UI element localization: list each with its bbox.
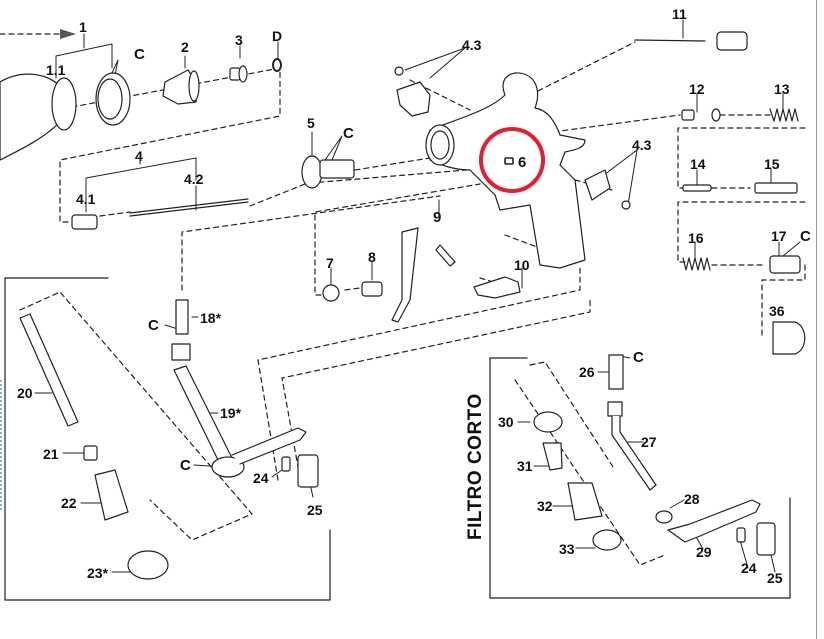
part-29-bracket bbox=[667, 499, 761, 543]
part-24-screw bbox=[281, 456, 291, 472]
callout-36: 36 bbox=[769, 303, 785, 319]
part-4-3-bracket-top bbox=[394, 66, 431, 117]
part-33-nut bbox=[592, 529, 622, 551]
callout-30: 30 bbox=[498, 414, 514, 430]
part-15-sleeve bbox=[754, 182, 798, 194]
callout-4-1: 4.1 bbox=[76, 191, 96, 207]
callout-10: 10 bbox=[514, 257, 530, 273]
part-D-oring bbox=[272, 58, 282, 72]
part-27-tube bbox=[607, 401, 657, 491]
section-frames bbox=[4, 277, 791, 601]
part-4-2-needle bbox=[129, 198, 249, 217]
callout-24a: 24 bbox=[253, 470, 269, 486]
callout-c-top: C bbox=[134, 46, 145, 63]
part-30-fitting bbox=[533, 411, 563, 433]
callout-1: 1 bbox=[79, 19, 87, 35]
callout-4: 4 bbox=[135, 148, 143, 164]
callout-4-3-side: 4.3 bbox=[632, 137, 652, 153]
callout-D: D bbox=[272, 28, 283, 44]
part-24b-screw bbox=[736, 527, 746, 543]
callout-17: 17 bbox=[771, 228, 787, 244]
part-3-seal bbox=[229, 65, 248, 83]
part-2-baffle bbox=[162, 69, 200, 105]
part-36-knob bbox=[772, 321, 806, 355]
callout-4-2: 4.2 bbox=[184, 171, 204, 187]
callout-6: 6 bbox=[518, 154, 527, 171]
callout-c-19: C bbox=[180, 457, 191, 474]
part-20-tube bbox=[19, 313, 79, 427]
part-19-tube bbox=[171, 343, 307, 478]
callout-24b: 24 bbox=[741, 560, 757, 576]
part-air-cap bbox=[0, 73, 77, 161]
callout-5: 5 bbox=[307, 115, 315, 131]
part-28-nut bbox=[655, 510, 673, 524]
callout-23: 23* bbox=[87, 565, 109, 581]
part-8-fitting bbox=[361, 281, 383, 297]
callout-3: 3 bbox=[235, 32, 243, 48]
callout-c-5: C bbox=[343, 125, 354, 142]
callout-33: 33 bbox=[559, 541, 575, 557]
callout-18: 18* bbox=[200, 310, 222, 326]
part-26-fitting bbox=[608, 354, 624, 390]
callout-c-17: C bbox=[800, 228, 811, 245]
part-retaining-ring bbox=[95, 72, 131, 126]
part-31-filter bbox=[542, 442, 563, 471]
callout-25b: 25 bbox=[767, 570, 783, 586]
part-23-nut bbox=[127, 550, 169, 580]
part-32-housing bbox=[567, 482, 603, 521]
edge-marker bbox=[0, 380, 6, 510]
callout-12: 12 bbox=[689, 81, 705, 97]
highlight-circle bbox=[479, 127, 545, 193]
callout-4-3-top: 4.3 bbox=[462, 37, 482, 53]
callout-32: 32 bbox=[537, 498, 553, 514]
callout-15: 15 bbox=[764, 156, 780, 172]
page-edge-rule bbox=[816, 0, 817, 639]
part-12-valve bbox=[681, 108, 721, 122]
part-13-spring bbox=[769, 108, 799, 122]
part-17-cap bbox=[769, 255, 801, 274]
part-9-trigger bbox=[391, 227, 456, 323]
callout-26: 26 bbox=[579, 364, 595, 380]
part-25b-connector bbox=[756, 522, 776, 556]
part-16-spring bbox=[682, 257, 711, 271]
part-14-pin bbox=[682, 184, 712, 192]
callout-22: 22 bbox=[61, 495, 77, 511]
part-10-lever bbox=[473, 276, 521, 299]
callout-19: 19* bbox=[220, 405, 242, 421]
section-label-filtro-corto: FILTRO CORTO bbox=[465, 393, 486, 540]
part-7-nut bbox=[322, 284, 340, 302]
part-6 bbox=[504, 157, 514, 165]
part-18-fitting bbox=[175, 299, 189, 335]
callout-c-26: C bbox=[633, 349, 644, 366]
callout-13: 13 bbox=[774, 81, 790, 97]
arrow-head-icon bbox=[60, 29, 76, 39]
callout-11: 11 bbox=[672, 6, 687, 22]
callout-21: 21 bbox=[43, 446, 59, 462]
callout-9: 9 bbox=[433, 209, 442, 226]
callout-27: 27 bbox=[641, 434, 657, 450]
callout-31: 31 bbox=[517, 458, 533, 474]
callout-c-18: C bbox=[148, 317, 159, 334]
callout-7: 7 bbox=[326, 255, 334, 271]
part-gun-body bbox=[425, 72, 586, 269]
part-11-adjuster bbox=[634, 31, 748, 51]
part-4-1-nozzle bbox=[71, 214, 98, 230]
part-21-spring bbox=[83, 445, 98, 461]
part-25-connector bbox=[297, 454, 319, 488]
part-22-housing bbox=[94, 469, 129, 521]
callout-20: 20 bbox=[17, 385, 33, 401]
callout-16: 16 bbox=[688, 230, 704, 246]
callout-8: 8 bbox=[368, 249, 376, 265]
callout-2: 2 bbox=[181, 39, 189, 55]
part-5-diffuser bbox=[301, 155, 355, 189]
callout-1-1: 1.1 bbox=[46, 62, 66, 78]
callout-25a: 25 bbox=[307, 502, 323, 518]
part-4-3-bracket-side bbox=[584, 169, 631, 210]
callout-28: 28 bbox=[684, 491, 700, 507]
callout-14: 14 bbox=[690, 156, 706, 172]
callout-29: 29 bbox=[696, 544, 712, 560]
